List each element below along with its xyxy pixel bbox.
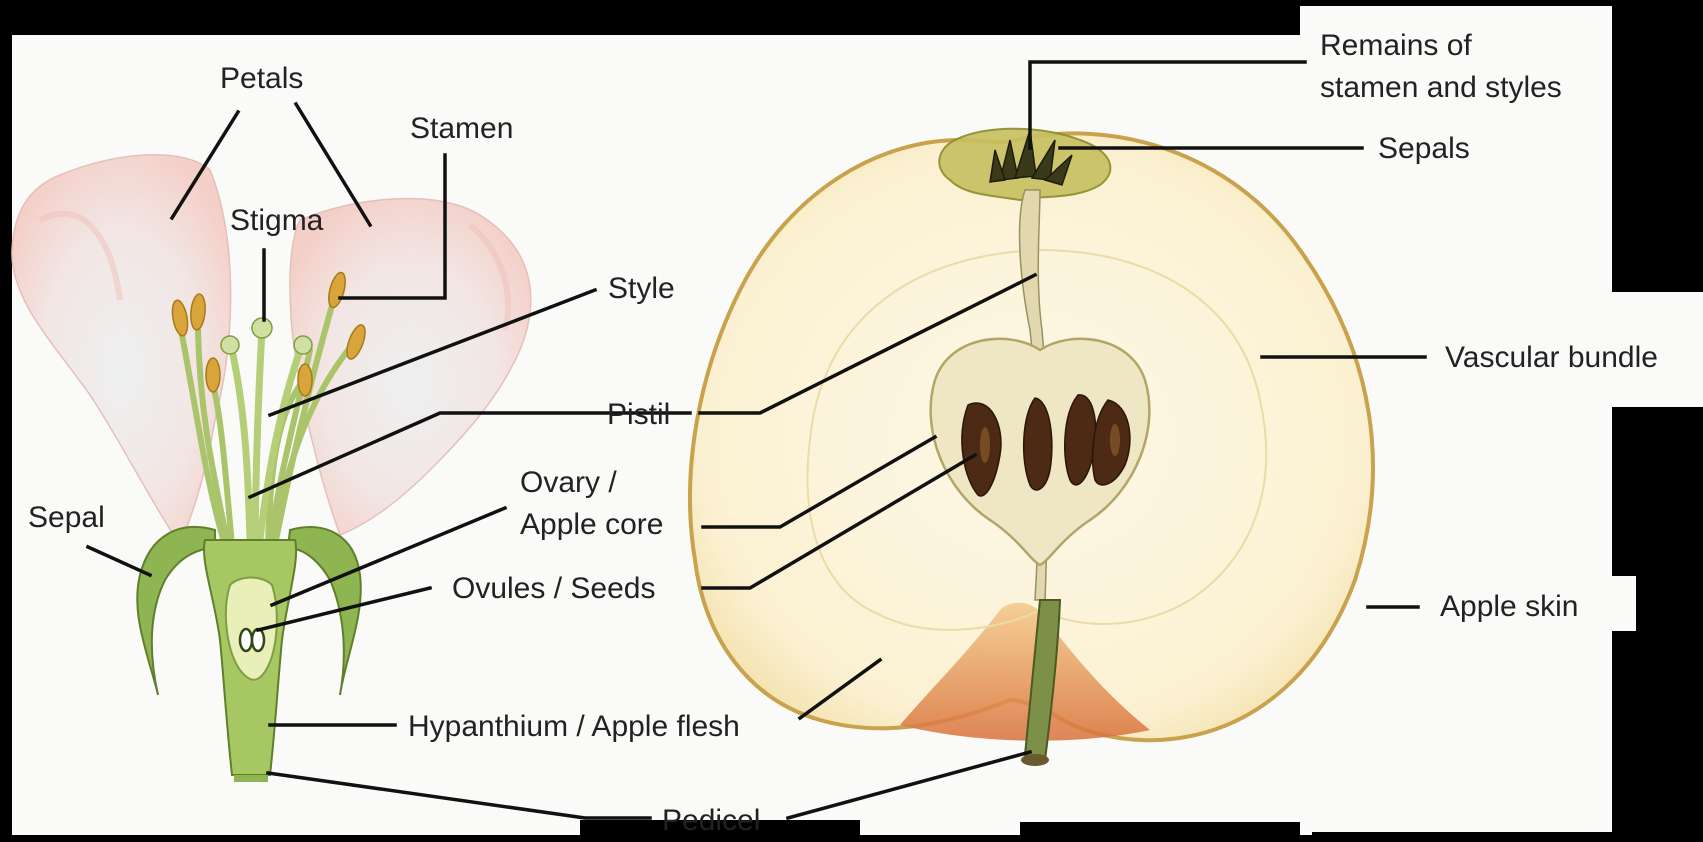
label-skin: Apple skin bbox=[1440, 590, 1578, 623]
label-remains-line2: stamen and styles bbox=[1320, 71, 1562, 104]
label-ovary-line2: Apple core bbox=[520, 508, 663, 541]
label-petals: Petals bbox=[220, 62, 303, 95]
label-sepals: Sepals bbox=[1378, 132, 1470, 165]
label-stigma: Stigma bbox=[230, 204, 324, 237]
label-stamen: Stamen bbox=[410, 112, 513, 145]
label-pistil: Pistil bbox=[607, 398, 670, 431]
pedicel bbox=[234, 775, 268, 782]
label-style: Style bbox=[608, 272, 675, 305]
label-sepal: Sepal bbox=[28, 501, 105, 534]
label-remains-line1: Remains of bbox=[1320, 29, 1472, 62]
label-pedicel: Pedicel bbox=[662, 804, 760, 837]
label-vascular: Vascular bundle bbox=[1445, 341, 1658, 374]
apple-cross-section-illustration bbox=[690, 129, 1373, 766]
label-ovary-line1: Ovary / bbox=[520, 466, 617, 499]
label-hypanthium: Hypanthium / Apple flesh bbox=[408, 710, 740, 743]
label-ovules: Ovules / Seeds bbox=[452, 572, 655, 605]
